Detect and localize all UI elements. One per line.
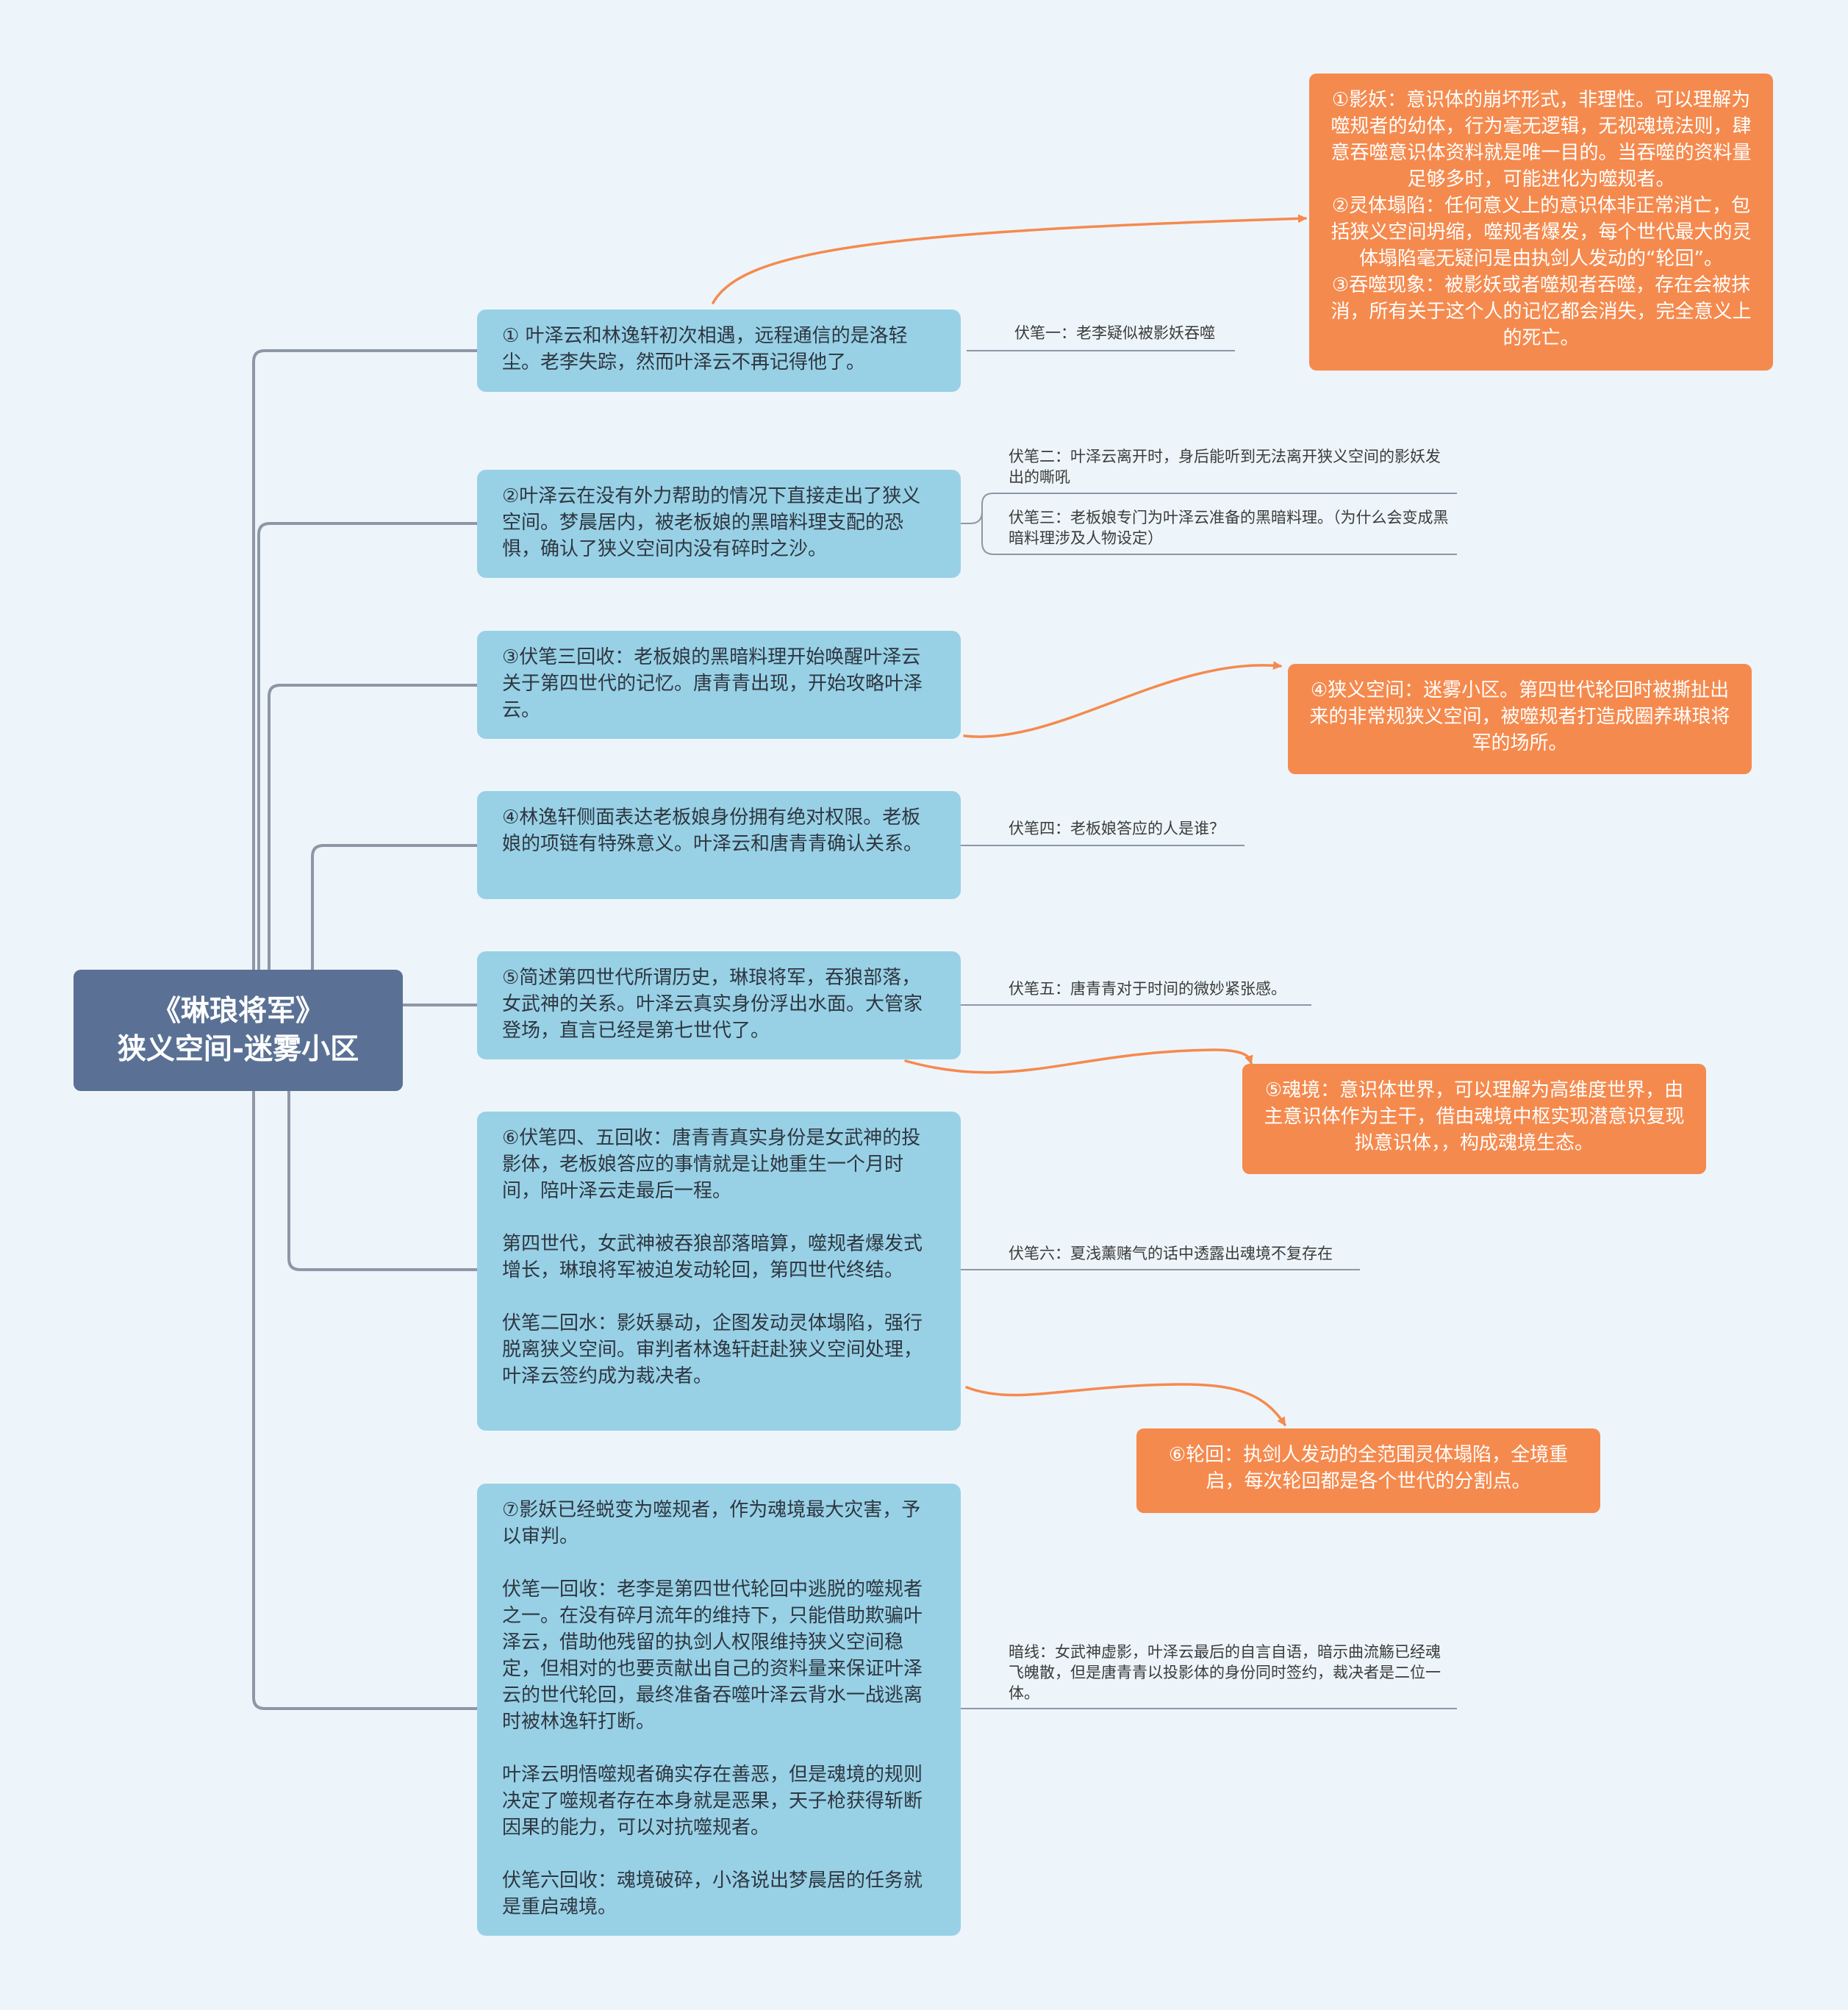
link-arrow-3 [904,1048,1253,1074]
link-arrow-2 [963,661,1282,738]
link-arrow-4 [965,1383,1286,1426]
topic-text: ⑥伏笔四、五回收：唐青青真实身份是女武神的投影体，老板娘答应的事情就是让她重生一… [502,1127,921,1202]
link-arrow-1 [712,214,1307,304]
topic-text: 伏笔六回收：魂境破碎，小洛说出梦晨居的任务就是重启魂境。 [502,1870,923,1918]
topic-text: ④林逸轩侧面表达老板娘身份拥有绝对权限。老板娘的项链有特殊意义。叶泽云和唐青青确… [502,806,923,855]
foreshadow-label-3: 伏笔三：老板娘专门为叶泽云准备的黑暗料理。（为什么会变成黑暗料理涉及人物设定） [1009,509,1449,547]
foreshadow-line-2b [981,512,1457,555]
foreshadow-line-2a [961,493,1457,524]
foreshadow-label-2: 伏笔二：叶泽云离开时，身后能听到无法离开狭义空间的影妖发出的嘶吼 [1009,448,1441,486]
topic-text: ① 叶泽云和林逸轩初次相遇，远程通信的是洛轻尘。老李失踪，然而叶泽云不再记得他了… [502,325,908,373]
topic-node-1[interactable]: ① 叶泽云和林逸轩初次相遇，远程通信的是洛轻尘。老李失踪，然而叶泽云不再记得他了… [477,310,961,392]
note-node-2[interactable]: ④狭义空间：迷雾小区。第四世代轮回时被撕扯出来的非常规狭义空间，被噬规者打造成圈… [1288,664,1752,774]
note-text: ⑤魂境：意识体世界，可以理解为高维度世界，由主意识体作为主干，借由魂境中枢实现潜… [1264,1079,1685,1154]
topic-text: 叶泽云明悟噬规者确实存在善恶，但是魂境的规则决定了噬规者存在本身就是恶果，天子枪… [502,1764,923,1839]
topic-text: ②叶泽云在没有外力帮助的情况下直接走出了狭义空间。梦晨居内，被老板娘的黑暗料理支… [502,485,921,560]
topic-text: ⑦影妖已经蜕变为噬规者，作为魂境最大灾害，予以审判。 [502,1499,921,1548]
topic-node-6[interactable]: ⑥伏笔四、五回收：唐青青真实身份是女武神的投影体，老板娘答应的事情就是让她重生一… [477,1112,961,1431]
topic-text: 第四世代，女武神被吞狼部落暗算，噬规者爆发式增长，琳琅将军被迫发动轮回，第四世代… [502,1233,923,1281]
topic-node-5[interactable]: ⑤简述第四世代所谓历史，琳琅将军，吞狼部落，女武神的关系。叶泽云真实身份浮出水面… [477,951,961,1059]
foreshadow-label-6: 伏笔六：夏浅薰赌气的话中透露出魂境不复存在 [1009,1245,1333,1262]
note-text: ③吞噬现象：被影妖或者噬规者吞噬，存在会被抹消，所有关于这个人的记忆都会消失，完… [1331,274,1752,349]
note-node-3[interactable]: ⑤魂境：意识体世界，可以理解为高维度世界，由主意识体作为主干，借由魂境中枢实现潜… [1242,1064,1706,1174]
branch-line-7 [252,1090,479,1710]
note-text: ④狭义空间：迷雾小区。第四世代轮回时被撕扯出来的非常规狭义空间，被噬规者打造成圈… [1309,679,1730,754]
root-title: 《琳琅将军》 [151,994,324,1028]
branch-line-1 [252,349,479,971]
branch-line-4 [311,844,479,971]
foreshadow-label-5: 伏笔五：唐青青对于时间的微妙紧张感。 [1009,980,1286,998]
topic-node-3[interactable]: ③伏笔三回收：老板娘的黑暗料理开始唤醒叶泽云关于第四世代的记忆。唐青青出现，开始… [477,631,961,739]
note-node-4[interactable]: ⑥轮回：执剑人发动的全范围灵体塌陷，全境重启，每次轮回都是各个世代的分割点。 [1136,1428,1600,1513]
topic-text: 伏笔一回收：老李是第四世代轮回中逃脱的噬规者之一。在没有碎月流年的维持下，只能借… [502,1578,923,1733]
root-node[interactable]: 《琳琅将军》 狭义空间-迷雾小区 [74,970,403,1091]
foreshadow-label-1: 伏笔一：老李疑似被影妖吞噬 [1014,324,1215,342]
branch-line-3 [268,684,479,971]
topic-node-7[interactable]: ⑦影妖已经蜕变为噬规者，作为魂境最大灾害，予以审判。 伏笔一回收：老李是第四世代… [477,1484,961,1936]
topic-text: ⑤简述第四世代所谓历史，琳琅将军，吞狼部落，女武神的关系。叶泽云真实身份浮出水面… [502,967,923,1042]
branch-line-2 [257,522,479,971]
foreshadow-label-4: 伏笔四：老板娘答应的人是谁？ [1009,820,1225,837]
foreshadow-label-7: 暗线：女武神虚影，叶泽云最后的自言自语，暗示曲流觞已经魂飞魄散，但是唐青青以投影… [1009,1643,1441,1702]
note-node-1[interactable]: ①影妖：意识体的崩坏形式，非理性。可以理解为噬规者的幼体，行为毫无逻辑，无视魂境… [1309,74,1773,371]
note-text: ②灵体塌陷：任何意义上的意识体非正常消亡，包括狭义空间坍缩，噬规者爆发，每个世代… [1331,195,1752,270]
branch-line-6 [287,1090,479,1271]
topic-text: 伏笔二回水：影妖暴动，企图发动灵体塌陷，强行脱离狭义空间。审判者林逸轩赶赴狭义空… [502,1312,923,1387]
topic-text: ③伏笔三回收：老板娘的黑暗料理开始唤醒叶泽云关于第四世代的记忆。唐青青出现，开始… [502,646,923,721]
note-text: ①影妖：意识体的崩坏形式，非理性。可以理解为噬规者的幼体，行为毫无逻辑，无视魂境… [1331,89,1752,190]
note-text: ⑥轮回：执剑人发动的全范围灵体塌陷，全境重启，每次轮回都是各个世代的分割点。 [1168,1444,1569,1492]
root-subtitle: 狭义空间-迷雾小区 [117,1032,359,1066]
topic-node-2[interactable]: ②叶泽云在没有外力帮助的情况下直接走出了狭义空间。梦晨居内，被老板娘的黑暗料理支… [477,470,961,578]
topic-node-4[interactable]: ④林逸轩侧面表达老板娘身份拥有绝对权限。老板娘的项链有特殊意义。叶泽云和唐青青确… [477,791,961,899]
